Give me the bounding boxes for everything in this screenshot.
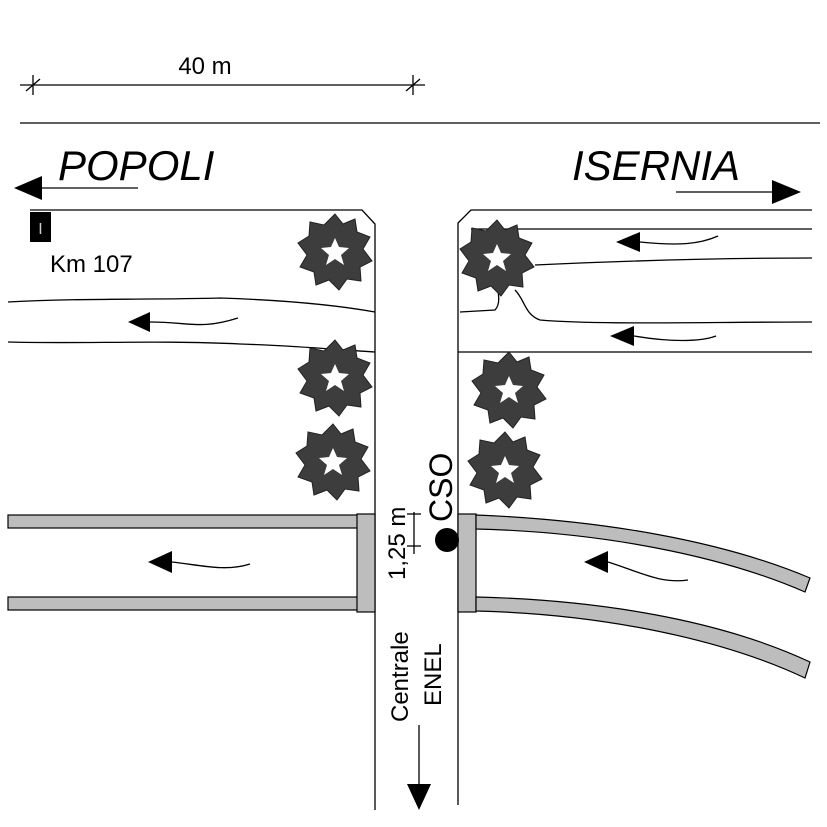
svg-text:ENEL: ENEL bbox=[420, 643, 447, 706]
svg-text:POPOLI: POPOLI bbox=[58, 142, 215, 189]
cso-dimension: 1,25 m bbox=[384, 507, 411, 580]
cso-outfall: CSO 1,25 m bbox=[384, 453, 459, 580]
tree-icon bbox=[467, 431, 543, 509]
flow-arrow-icon bbox=[610, 326, 634, 346]
scale-label: 40 m bbox=[178, 53, 231, 80]
trees bbox=[295, 213, 547, 509]
km-label: Km 107 bbox=[50, 251, 133, 278]
km-marker: I Km 107 bbox=[30, 212, 133, 278]
arrow-left-icon bbox=[14, 176, 42, 200]
left-channel bbox=[7, 513, 376, 613]
tree-icon bbox=[459, 219, 535, 297]
right-channel bbox=[457, 513, 811, 679]
flow-arrow-icon bbox=[148, 551, 172, 573]
svg-text:I: I bbox=[38, 221, 42, 238]
right-road-edge bbox=[457, 209, 812, 805]
scale-bar: 40 m bbox=[20, 53, 425, 95]
tree-icon bbox=[297, 213, 373, 291]
arrow-down-icon bbox=[407, 784, 431, 810]
arrow-right-icon bbox=[772, 180, 801, 204]
svg-text:ISERNIA: ISERNIA bbox=[572, 142, 740, 189]
cso-point bbox=[435, 528, 459, 552]
flow-arrow-icon bbox=[584, 551, 608, 573]
direction-isernia: ISERNIA bbox=[572, 142, 801, 204]
cso-label: CSO bbox=[423, 453, 459, 522]
flow-arrow-icon bbox=[616, 232, 640, 252]
svg-text:Centrale: Centrale bbox=[387, 631, 414, 722]
direction-popoli: POPOLI bbox=[14, 142, 215, 200]
flow-arrow-icon bbox=[128, 312, 150, 332]
tree-icon bbox=[471, 351, 547, 429]
left-stream bbox=[7, 297, 376, 353]
tree-icon bbox=[295, 423, 371, 501]
destination-centrale-enel: Centrale ENEL bbox=[387, 631, 447, 810]
